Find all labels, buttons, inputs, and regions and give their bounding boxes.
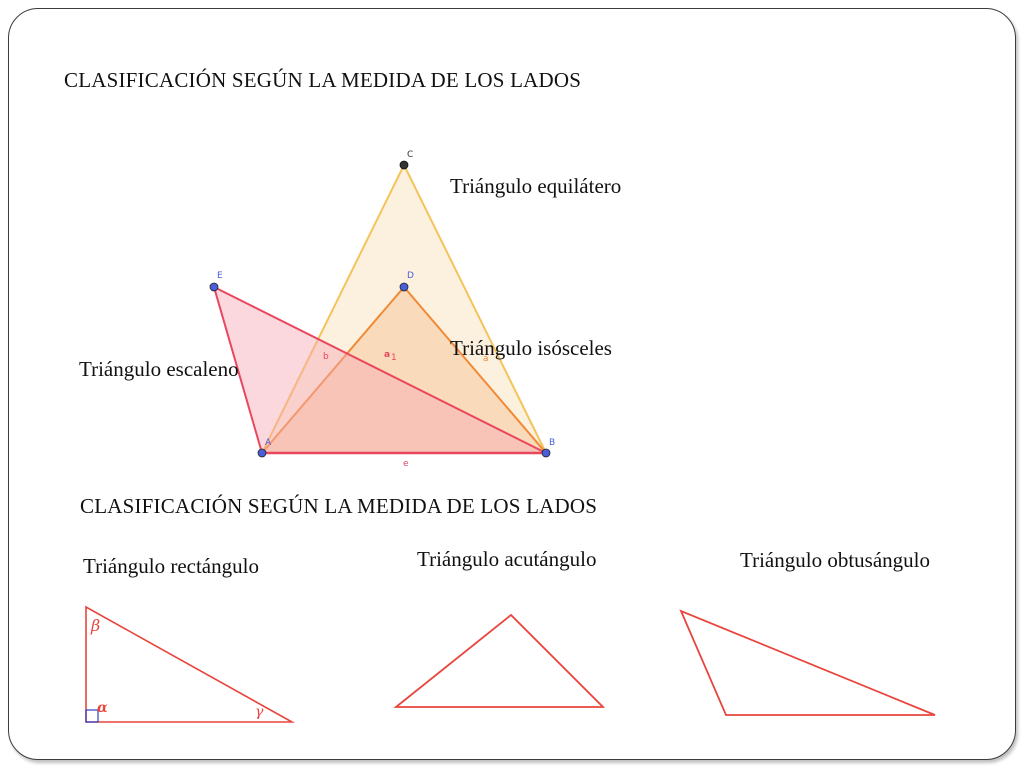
angle-alpha-label: α (97, 700, 108, 716)
label-scalene: Triángulo escaleno (79, 357, 239, 381)
label-equilateral: Triángulo equilátero (450, 174, 622, 198)
right-triangle (85, 605, 296, 723)
point-c[interactable] (399, 160, 409, 170)
angle-gamma-label: γ (255, 704, 264, 720)
segment-label-a1-subscript: 1 (391, 353, 397, 363)
label-isosceles: Triángulo isósceles (450, 336, 612, 360)
acute-triangle (393, 613, 606, 708)
angle-beta-label: β (90, 616, 100, 635)
point-label-d: D (407, 271, 414, 281)
heading-bottom: CLASIFICACIÓN SEGÚN LA MEDIDA DE LOS LAD… (80, 494, 598, 518)
point-a[interactable] (257, 448, 267, 458)
segment-label-b: b (323, 352, 329, 362)
obtuse-triangle (679, 609, 936, 716)
point-label-b: B (549, 438, 555, 448)
point-d[interactable] (399, 282, 409, 292)
right-angle-marker (85, 709, 99, 723)
point-label-e: E (217, 271, 223, 281)
segment-label-a1: a (384, 350, 390, 360)
point-b[interactable] (541, 448, 551, 458)
label-right-triangle: Triángulo rectángulo (83, 554, 259, 578)
label-obtuse-triangle: Triángulo obtusángulo (740, 548, 930, 572)
label-acute-triangle: Triángulo acutángulo (417, 547, 597, 571)
segment-label-a: a (483, 354, 489, 364)
point-e[interactable] (209, 282, 219, 292)
segment-label-e: e (403, 459, 409, 469)
heading-top: CLASIFICACIÓN SEGÚN LA MEDIDA DE LOS LAD… (64, 68, 582, 92)
point-label-a: A (265, 438, 272, 448)
point-label-c: C (407, 150, 413, 160)
